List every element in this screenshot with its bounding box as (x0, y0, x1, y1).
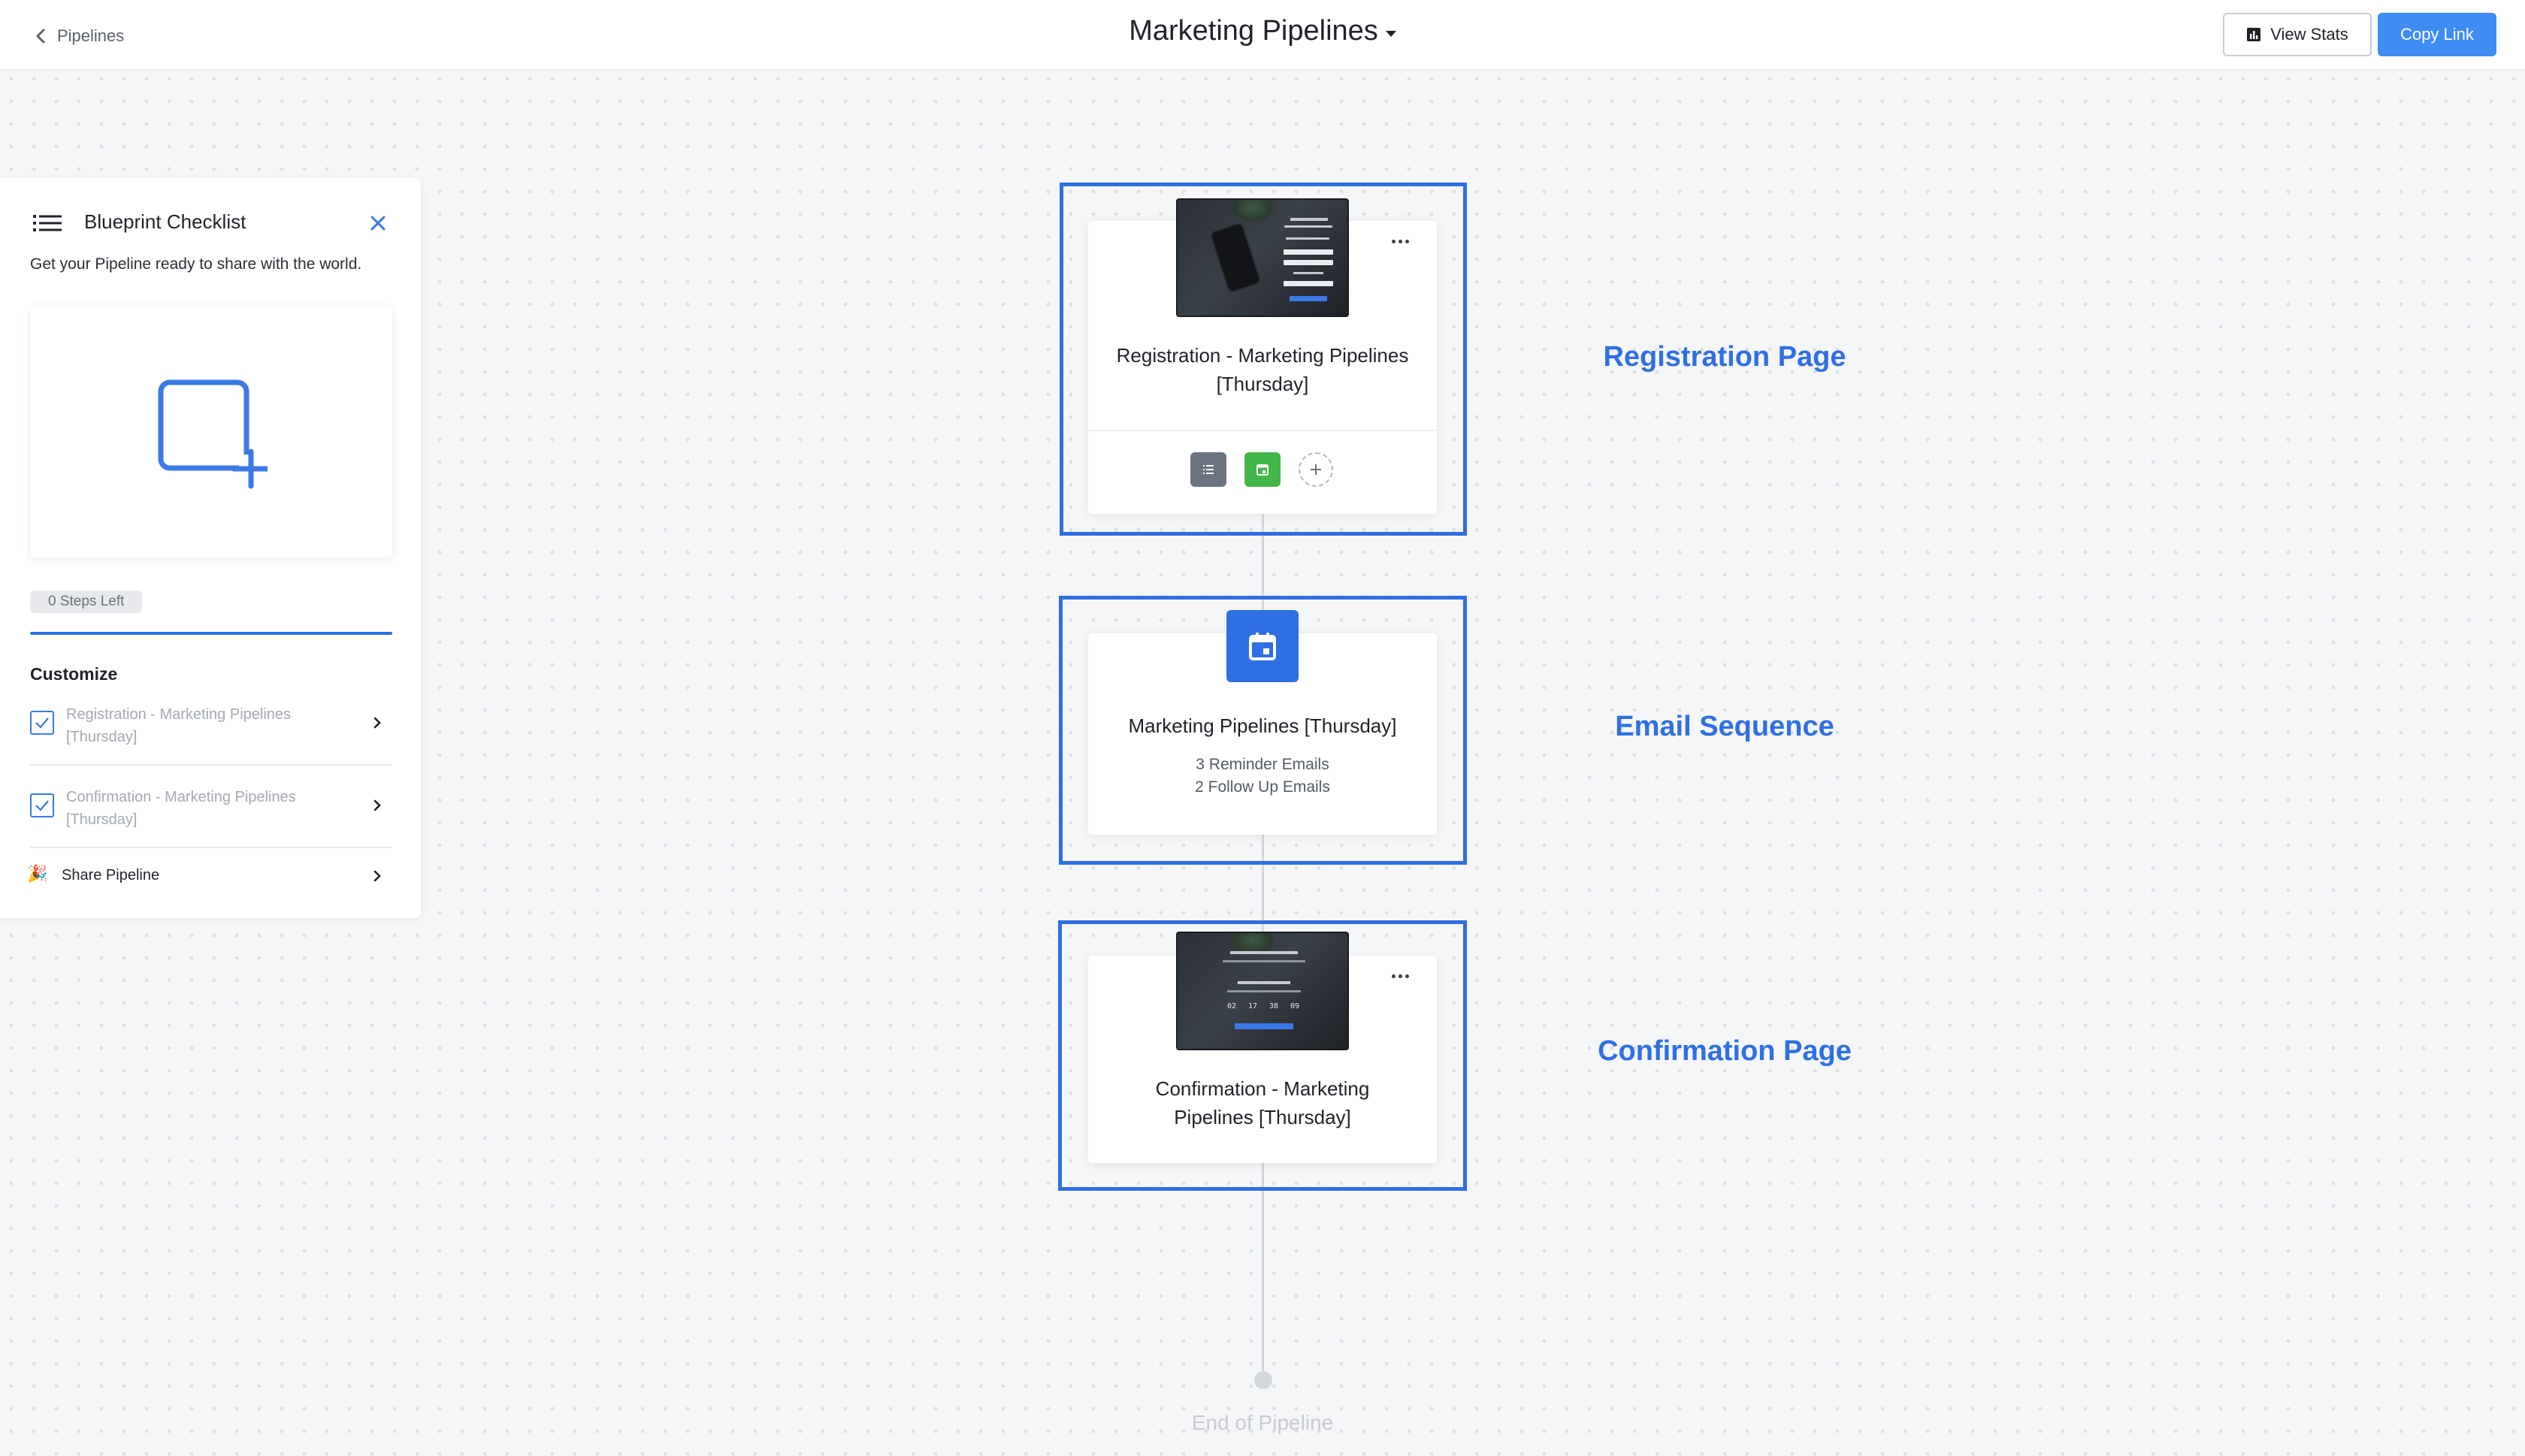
checklist-item-label: Confirmation - Marketing Pipelines [Thur… (66, 789, 296, 828)
calendar-icon (1256, 464, 1269, 476)
registration-page-thumbnail (1176, 198, 1349, 317)
countdown-hours: 17 (1248, 1002, 1258, 1010)
email-sequence-card[interactable]: Marketing Pipelines [Thursday] 3 Reminde… (1088, 633, 1437, 835)
registration-card-title: Registration - Marketing Pipelines [Thur… (1088, 341, 1437, 398)
view-stats-label: View Stats (2270, 25, 2348, 44)
list-icon (33, 215, 62, 231)
checklist-preview (30, 307, 392, 557)
end-of-pipeline-label: End of Pipeline (1191, 1411, 1334, 1434)
list-icon (1203, 465, 1214, 474)
checklist-title: Blueprint Checklist (84, 210, 246, 233)
countdown-seconds: 09 (1290, 1002, 1300, 1010)
chevron-left-icon (36, 29, 45, 44)
thumbnail-event-date (1227, 990, 1301, 992)
back-to-pipelines-link[interactable]: Pipelines (35, 21, 124, 51)
steps-left-badge: 0 Steps Left (30, 591, 143, 613)
plus-icon (1311, 464, 1321, 475)
thumbnail-subheading (1223, 960, 1305, 962)
confirmation-page-annotation: Confirmation Page (1598, 1035, 1852, 1067)
caret-down-icon (1385, 30, 1396, 37)
share-pipeline-label: Share Pipeline (62, 867, 160, 884)
pipeline-connector-line (1262, 421, 1264, 1382)
checklist-item-label: Registration - Marketing Pipelines [Thur… (66, 706, 292, 745)
add-square-icon (158, 379, 268, 489)
pipeline-title-dropdown[interactable]: Marketing Pipelines (1129, 15, 1396, 47)
thumbnail-decoration (1230, 200, 1275, 222)
title-line: [Thursday] (1216, 373, 1309, 395)
page-title: Marketing Pipelines (0, 15, 2525, 47)
chevron-right-icon (373, 870, 381, 882)
more-options-icon[interactable] (1389, 236, 1411, 246)
checklist-subtitle: Get your Pipeline ready to share with th… (30, 255, 362, 273)
add-step-button[interactable] (1299, 452, 1333, 487)
list-action-button[interactable] (1190, 452, 1226, 487)
pipeline-end-dot (1254, 1371, 1272, 1389)
checklist-item-confirmation[interactable]: Confirmation - Marketing Pipelines [Thur… (30, 777, 392, 852)
top-bar: Pipelines Marketing Pipelines View Stats… (0, 0, 2525, 71)
view-stats-button[interactable]: View Stats (2223, 13, 2372, 56)
chevron-right-icon (373, 799, 381, 811)
party-popper-icon: 🎉 (27, 864, 48, 883)
countdown-minutes: 38 (1269, 1002, 1279, 1010)
title-line: Confirmation - Marketing (1155, 1077, 1370, 1100)
registration-highlight-frame (1060, 183, 1467, 536)
calendar-action-button[interactable] (1244, 452, 1281, 487)
email-sequence-icon-box (1226, 610, 1299, 682)
confirmation-page-thumbnail: 02 17 38 09 (1176, 932, 1349, 1050)
thumbnail-form (1281, 215, 1335, 310)
email-sequence-highlight-frame (1059, 596, 1467, 865)
checklist-item-registration[interactable]: Registration - Marketing Pipelines [Thur… (30, 694, 392, 769)
email-sequence-annotation: Email Sequence (1615, 711, 1834, 742)
title-line: Pipelines [Thursday] (1174, 1106, 1351, 1128)
chevron-right-icon (373, 717, 381, 729)
divider (30, 847, 392, 848)
thumbnail-event-title (1238, 981, 1290, 984)
confirmation-highlight-frame (1058, 920, 1467, 1191)
bar-chart-icon (2247, 28, 2261, 41)
reminder-emails-count: 3 Reminder Emails (1196, 756, 1329, 773)
divider (30, 764, 392, 766)
copy-link-button[interactable]: Copy Link (2378, 13, 2496, 56)
checkbox-checked-icon (30, 793, 54, 817)
follow-up-emails-count: 2 Follow Up Emails (1195, 778, 1330, 796)
more-options-icon[interactable] (1389, 971, 1411, 981)
page-title-text: Marketing Pipelines (1129, 15, 1378, 47)
calendar-icon (1249, 633, 1276, 660)
thumbnail-heading (1230, 951, 1298, 954)
card-divider (1088, 430, 1437, 431)
checkbox-checked-icon (30, 711, 54, 735)
share-pipeline-item[interactable]: 🎉 Share Pipeline (27, 862, 392, 893)
back-link-label: Pipelines (57, 26, 125, 45)
registration-page-annotation: Registration Page (1603, 341, 1846, 373)
email-sequence-title: Marketing Pipelines [Thursday] (1128, 714, 1397, 737)
thumbnail-phone (1208, 221, 1262, 295)
email-sequence-meta: 3 Reminder Emails 2 Follow Up Emails (1088, 754, 1437, 799)
confirmation-card-title: Confirmation - Marketing Pipelines [Thur… (1088, 1074, 1437, 1131)
checklist-progress-bar (30, 632, 392, 635)
thumbnail-button (1235, 1023, 1293, 1029)
customize-section-label: Customize (30, 664, 118, 684)
title-line: Registration - Marketing Pipelines (1116, 344, 1409, 367)
close-icon[interactable] (368, 213, 388, 233)
countdown-days: 02 (1227, 1002, 1237, 1010)
